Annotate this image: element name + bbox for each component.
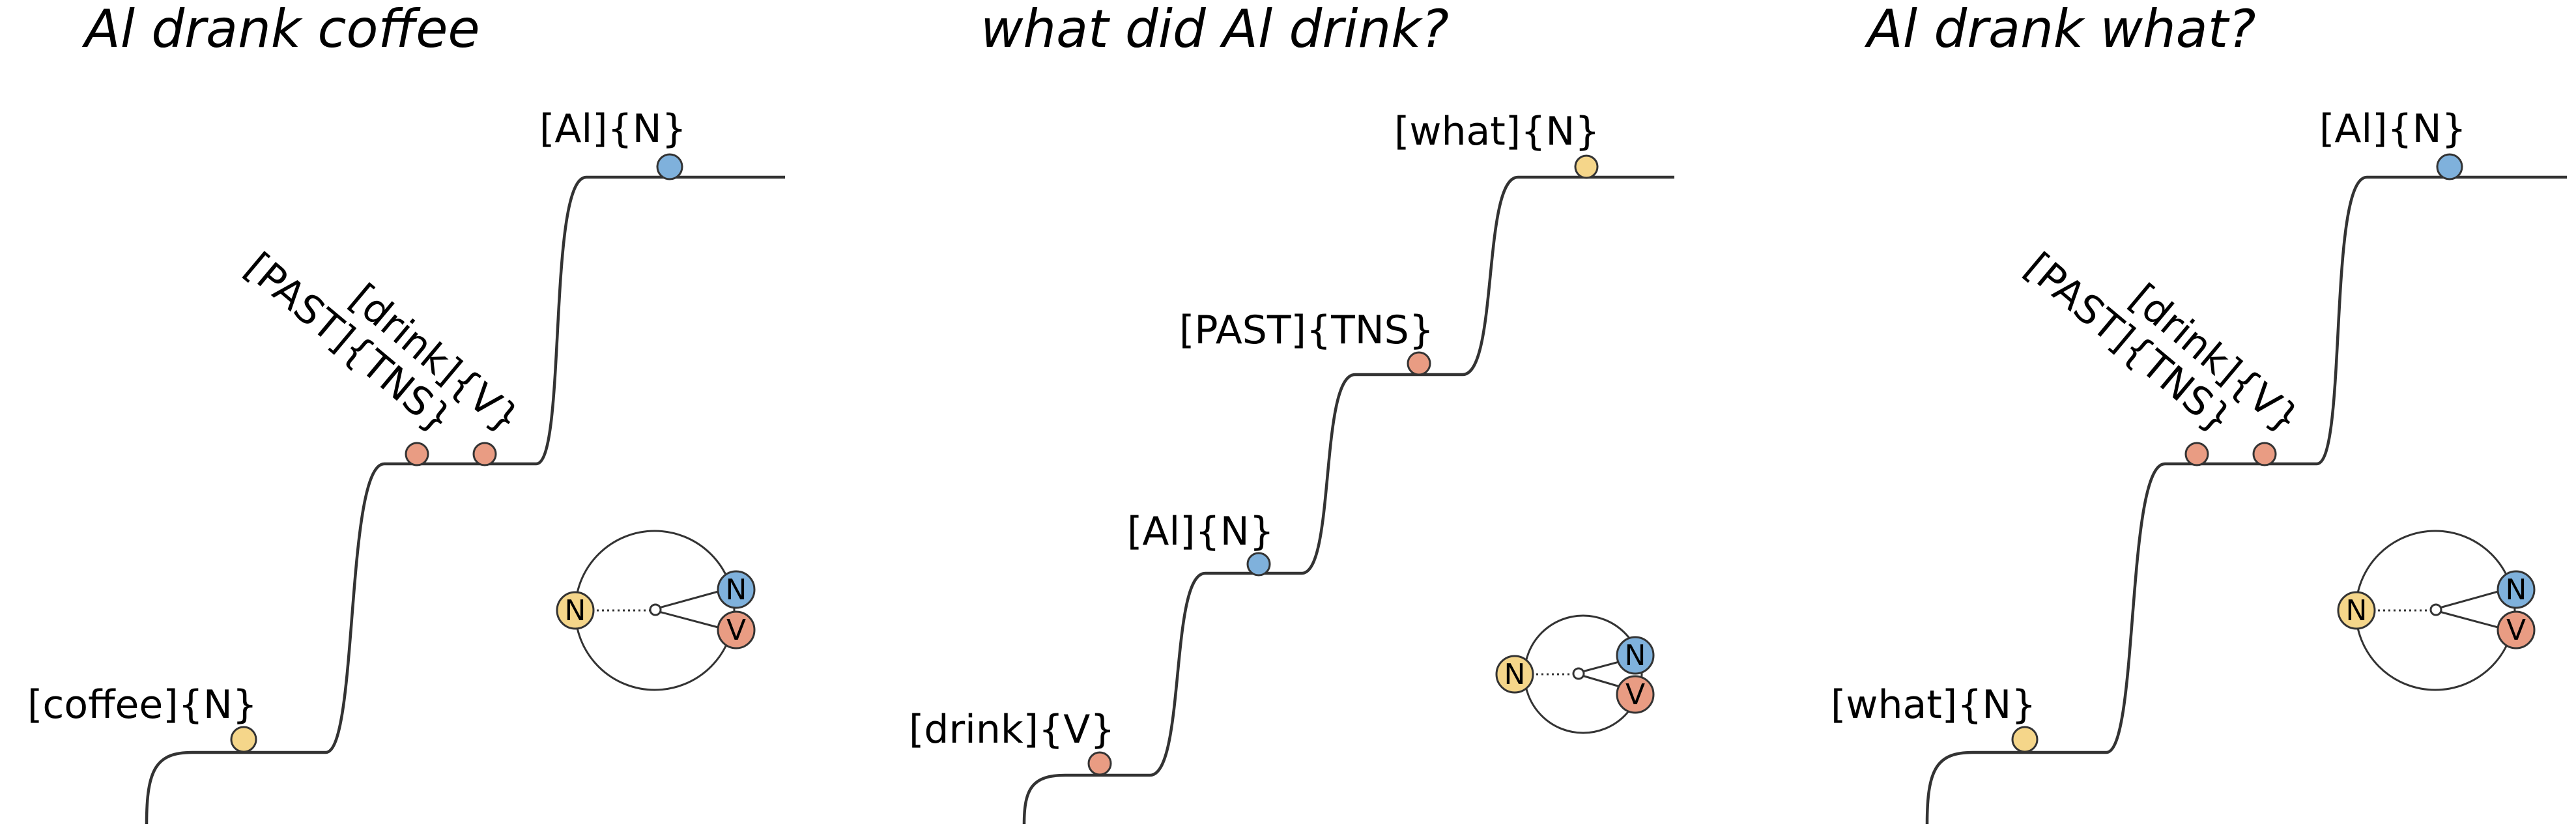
panel-2-label-top: [what]{N} — [1394, 109, 1599, 154]
panel-3-title: Al drank what? — [1864, 0, 2256, 59]
panel-1-inset-right-bottom-letter: V — [726, 614, 746, 647]
panel-2-node-bottom — [1087, 751, 1112, 776]
panel-1-inset-right-top-letter: N — [726, 573, 747, 607]
panel-1-inset-left-letter: N — [565, 594, 586, 627]
panel-2-inset-left-node — [1495, 655, 1534, 694]
panel-2-node-step3 — [1407, 351, 1431, 376]
panel-2-label-bottom: [drink]{V} — [909, 707, 1115, 752]
panel-1-node-mid2 — [472, 442, 497, 466]
panel-2-node-step2 — [1246, 552, 1271, 577]
panel-3-inset-left-letter: N — [2346, 594, 2368, 627]
panel-2-inset-right-top-letter: N — [1625, 639, 1646, 672]
panel-2-inset-right-bottom-node — [1616, 675, 1655, 714]
panel-3-inset-right-top-letter: N — [2506, 573, 2527, 607]
panel-1-inset-left-node — [556, 591, 595, 630]
panel-3-inset-right-bottom-letter: V — [2506, 614, 2526, 647]
panel-2-step-curve — [1022, 175, 1674, 825]
panel-1-step-curve — [145, 175, 785, 825]
panel-2-inset-diagram: N N V — [1495, 614, 1655, 734]
panel-3-node-bottom — [2011, 726, 2039, 753]
panel-1-label-top: [Al]{N} — [539, 106, 687, 152]
panel-2-node-top — [1574, 154, 1599, 179]
panel-1-node-top — [656, 153, 683, 180]
panel-1-link-n — [656, 590, 721, 610]
panel-1-link-v — [656, 610, 721, 629]
panel-1: Al drank coffee [Al]{N} [PAST]{TNS} [dri… — [27, 0, 785, 825]
panel-2-inset-left-letter: N — [1504, 658, 1526, 691]
panel-3-label-bottom: [what]{N} — [1831, 682, 2036, 728]
panel-2-label-step2: [Al]{N} — [1127, 509, 1274, 554]
panel-2: what did Al drink? [what]{N} [PAST]{TNS}… — [909, 0, 1674, 825]
panel-2-title: what did Al drink? — [980, 0, 1449, 59]
panel-3-inset-left-node — [2337, 591, 2376, 630]
panel-1-inset-right-bottom-node — [717, 610, 756, 650]
panel-3-label-top: [Al]{N} — [2319, 106, 2467, 152]
panel-2-center-dot — [1572, 667, 1585, 680]
panel-3-node-mid1 — [2184, 442, 2209, 466]
panel-3-link-v — [2437, 610, 2501, 629]
panel-1-node-bottom — [230, 726, 257, 753]
panel-1-node-mid1 — [405, 442, 429, 466]
panel-3-inset-diagram: N N V — [2337, 530, 2536, 691]
panel-1-label-bottom: [coffee]{N} — [27, 682, 257, 728]
panel-1-title: Al drank coffee — [81, 0, 480, 59]
panel-3-inset-right-bottom-node — [2497, 610, 2536, 650]
panel-3: Al drank what? [Al]{N} [PAST]{TNS} [drin… — [1831, 0, 2567, 825]
panel-1-center-dot — [649, 603, 662, 616]
panel-3-step-curve — [1925, 175, 2567, 825]
panel-3-node-mid2 — [2252, 442, 2277, 466]
panel-2-inset-right-top-node — [1616, 636, 1655, 675]
panel-3-center-dot — [2429, 603, 2442, 616]
panel-1-inset-right-top-node — [717, 570, 756, 609]
panel-3-link-n — [2437, 590, 2501, 610]
panel-2-inset-right-bottom-letter: V — [1625, 678, 1645, 711]
panel-3-inset-right-top-node — [2497, 570, 2536, 609]
panel-3-node-top — [2436, 153, 2463, 180]
panel-2-label-step3: [PAST]{TNS} — [1179, 307, 1434, 353]
panel-1-inset-diagram: N N V — [556, 530, 756, 691]
